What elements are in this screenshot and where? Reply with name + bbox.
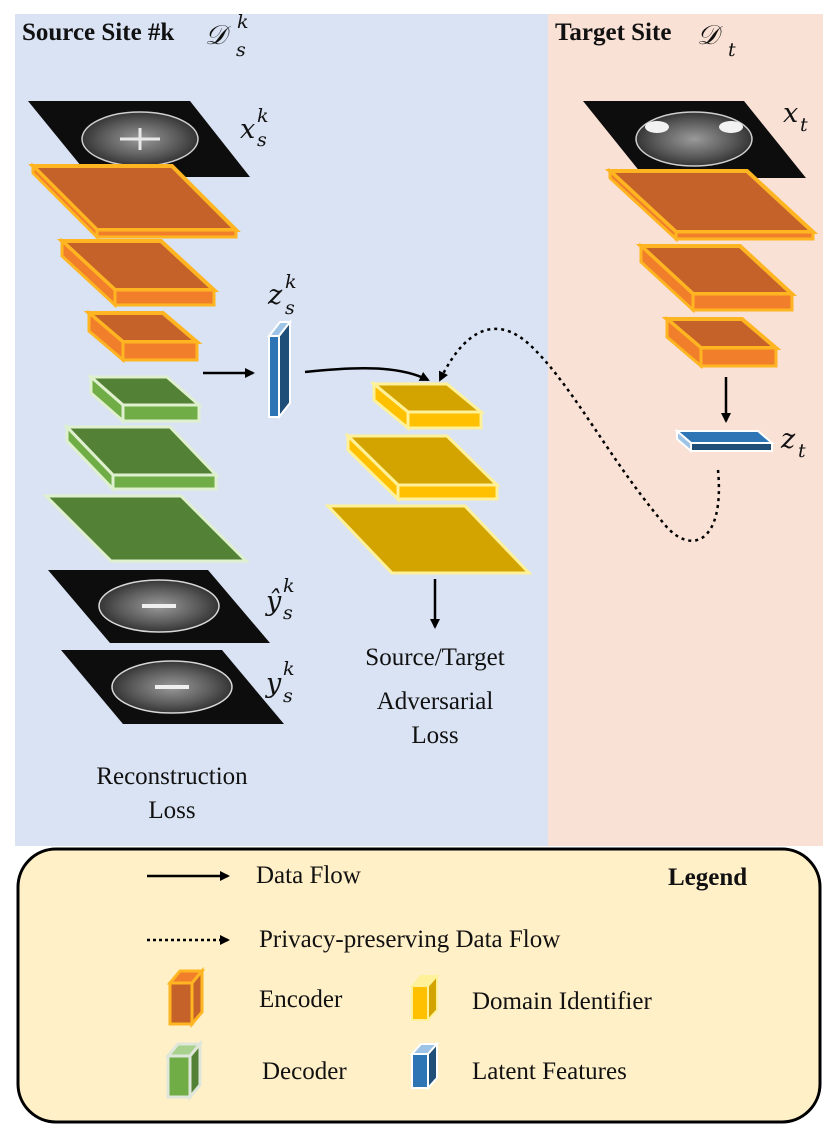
domain-identifier-legend-icon <box>409 973 440 1023</box>
legend-title: Legend <box>668 864 747 891</box>
encoder-block-icon <box>604 167 819 243</box>
svg-text:s: s <box>257 129 267 151</box>
latent-features-block-icon <box>266 319 293 420</box>
adversarial-loss-caption-line1: Source/Target <box>365 644 504 671</box>
svg-text:ŷ: ŷ <box>265 586 282 617</box>
encoder-block-icon <box>661 315 782 370</box>
encoder-block-icon <box>56 237 220 309</box>
svg-text:k: k <box>283 658 295 680</box>
svg-text:x: x <box>783 98 798 129</box>
svg-text:s: s <box>283 685 293 707</box>
target-site-math-sub: t <box>728 39 736 61</box>
privacy-preserving-flow-arrow <box>438 327 721 542</box>
y-hat-s-k-label: ŷ s k <box>265 575 295 624</box>
svg-text:z: z <box>267 280 283 311</box>
legend-data-flow-label: Data Flow <box>256 862 361 889</box>
target-site-title: Target Site <box>555 19 671 46</box>
legend-encoder-label: Encoder <box>259 986 343 1013</box>
x-s-k-label: x s k <box>240 105 269 151</box>
data-flow-arrow <box>304 366 430 382</box>
legend-privacy-flow-label: Privacy-preserving Data Flow <box>259 926 560 953</box>
reconstruction-loss-caption-line1: Reconstruction <box>96 763 248 790</box>
svg-text:k: k <box>285 271 297 293</box>
brain-mri-slice <box>48 570 270 643</box>
legend-decoder-label: Decoder <box>262 1058 347 1085</box>
latent-features-legend-icon <box>409 1041 440 1091</box>
decoder-block-icon <box>63 423 220 493</box>
domain-identifier-block-icon <box>344 432 501 503</box>
adversarial-loss-caption-line3: Loss <box>411 722 458 749</box>
encoder-block-icon <box>28 162 241 241</box>
x-t-label: x t <box>783 98 808 136</box>
svg-text:z: z <box>780 424 796 455</box>
decoder-block-icon <box>42 494 250 563</box>
encoder-legend-icon <box>166 966 206 1029</box>
latent-features-block-icon <box>674 428 775 454</box>
domain-identifier-block-icon <box>324 504 533 575</box>
y-s-k-label: y s k <box>265 658 295 707</box>
svg-text:x: x <box>240 114 255 145</box>
decoder-block-icon <box>87 373 203 425</box>
source-site-math-sub: s <box>236 39 246 61</box>
brain-mri-slice <box>61 650 284 724</box>
legend-domain-identifier-label: Domain Identifier <box>472 988 652 1015</box>
legend-latent-features-label: Latent Features <box>472 1058 627 1085</box>
encoder-block-icon <box>83 309 203 364</box>
adversarial-loss-caption-line2: Adversarial <box>377 688 494 715</box>
svg-text:t: t <box>798 440 806 462</box>
source-site-title: Source Site #k <box>22 19 174 46</box>
brain-mri-slice <box>583 101 806 178</box>
svg-text:t: t <box>800 114 808 136</box>
reconstruction-loss-caption-line2: Loss <box>148 797 195 824</box>
svg-text:y: y <box>265 668 282 699</box>
brain-mri-slice <box>28 101 250 177</box>
svg-text:s: s <box>285 297 295 319</box>
svg-text:s: s <box>283 602 293 624</box>
source-site-math-sup: k <box>237 11 249 33</box>
encoder-block-icon <box>635 242 798 314</box>
z-s-k-label: z s k <box>267 271 297 319</box>
svg-text:k: k <box>257 105 269 127</box>
domain-identifier-block-icon <box>369 380 486 432</box>
svg-text:k: k <box>283 575 295 597</box>
z-t-label: z t <box>780 424 806 462</box>
decoder-legend-icon <box>164 1039 204 1102</box>
